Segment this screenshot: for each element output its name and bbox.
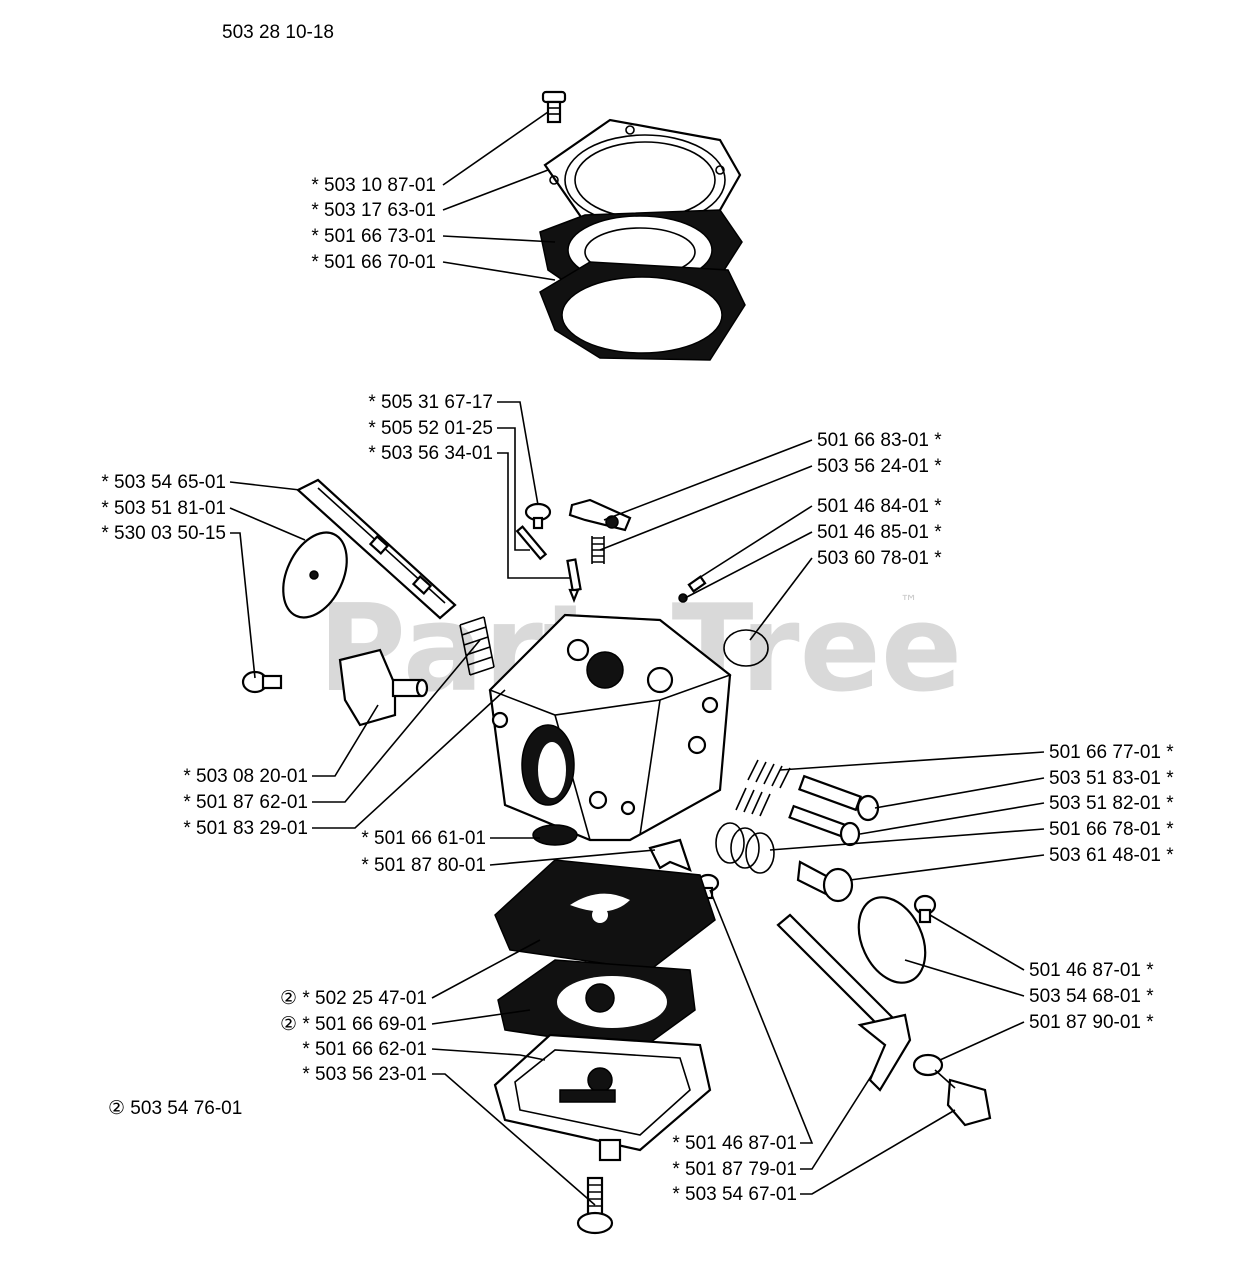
throttle-valve-icon: [282, 531, 348, 619]
part-label: 501 87 90-01 *: [1029, 1012, 1154, 1033]
adjusting-spring-upper-icon: [747, 759, 791, 789]
part-label: * 530 03 50-15: [101, 523, 226, 544]
part-label: * 501 66 73-01: [311, 226, 436, 247]
elbow-fitting-icon: [338, 648, 429, 727]
detent-ball-icon: [678, 575, 707, 603]
part-label: 501 46 87-01 *: [1029, 960, 1154, 981]
inlet-needle-icon: [566, 558, 582, 603]
part-label: * 501 87 62-01: [183, 792, 308, 813]
choke-shaft-icon: [776, 913, 912, 1092]
part-label: * 503 51 81-01: [101, 498, 226, 519]
part-label: ② * 501 66 69-01: [280, 1014, 427, 1035]
low-speed-needle-icon: [788, 804, 861, 847]
throttle-shaft-icon: [296, 478, 457, 620]
metering-spring-icon: [591, 536, 605, 564]
part-label: * 501 83 29-01: [183, 818, 308, 839]
kit-note: ② 503 54 76-01: [108, 1098, 242, 1119]
part-label: * 501 46 87-01: [672, 1133, 797, 1154]
part-label: * 501 66 61-01: [361, 828, 486, 849]
parts-illustration: [241, 90, 992, 1235]
part-label: 501 46 84-01 *: [817, 496, 942, 517]
metering-lever-icon: [648, 838, 692, 872]
part-label: ② * 502 25 47-01: [280, 988, 427, 1009]
part-label: * 501 66 70-01: [311, 252, 436, 273]
part-label: 501 46 85-01 *: [817, 522, 942, 543]
part-label: 501 66 83-01 *: [817, 430, 942, 451]
diagram-title: 503 28 10-18: [222, 22, 334, 43]
part-label: * 503 56 34-01: [368, 443, 493, 464]
part-label: 503 54 68-01 *: [1029, 986, 1154, 1007]
metering-cover-icon: [493, 1033, 712, 1162]
part-label: * 503 54 65-01: [101, 472, 226, 493]
metering-diaphragm-icon: [494, 859, 716, 971]
part-label: * 503 08 20-01: [183, 766, 308, 787]
trademark-mark: ™: [900, 592, 918, 613]
part-label: 501 66 78-01 *: [1049, 819, 1174, 840]
filter-screen-icon: [532, 824, 578, 846]
part-label: * 501 87 80-01: [361, 855, 486, 876]
choke-screw-icon: [913, 894, 937, 924]
part-labels: * 503 10 87-01 * 503 17 63-01 * 501 66 7…: [101, 175, 1174, 1205]
part-label: 501 66 77-01 *: [1049, 742, 1174, 763]
valve-screw-icon: [241, 670, 283, 694]
part-label: * 503 56 23-01: [302, 1064, 427, 1085]
adjusting-spring-lower-icon: [735, 787, 771, 817]
pump-gasket-icon: [539, 261, 746, 361]
pin-icon: [515, 525, 548, 561]
control-lever-icon: [568, 498, 632, 532]
carburetor-body-icon: [488, 613, 732, 842]
fulcrum-screw-icon: [524, 502, 552, 530]
part-label: 503 51 83-01 *: [1049, 768, 1174, 789]
part-label: 503 56 24-01 *: [817, 456, 942, 477]
metering-gasket-icon: [497, 959, 696, 1051]
bottom-screw-icon: [576, 1176, 614, 1235]
part-label: 503 60 78-01 *: [817, 548, 942, 569]
part-label: 503 61 48-01 *: [1049, 845, 1174, 866]
part-label: * 503 10 87-01: [311, 175, 436, 196]
welch-plug-icon: [723, 629, 769, 667]
part-label: * 505 52 01-25: [368, 418, 493, 439]
part-label: 503 51 82-01 *: [1049, 793, 1174, 814]
part-label: * 505 31 67-17: [368, 392, 493, 413]
idle-spring-icon: [715, 822, 775, 874]
choke-lever-icon: [934, 1069, 992, 1127]
part-label: * 503 54 67-01: [672, 1184, 797, 1205]
throttle-spring-icon: [459, 616, 495, 676]
leader-lines: [229, 111, 1045, 1206]
part-label: * 501 87 79-01: [672, 1159, 797, 1180]
part-label: * 501 66 62-01: [302, 1039, 427, 1060]
top-screw-icon: [541, 90, 567, 124]
idle-screw-icon: [796, 860, 854, 903]
part-label: * 503 17 63-01: [311, 200, 436, 221]
